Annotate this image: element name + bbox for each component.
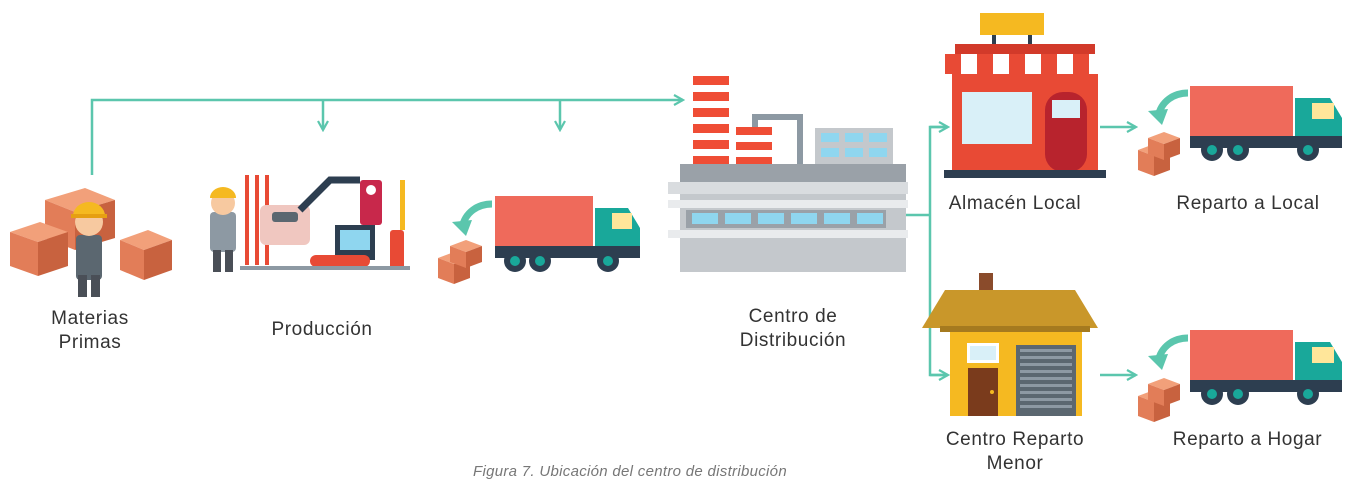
shop-storefront-icon: [944, 13, 1106, 178]
label-centro-distribucion: Centro de Distribución: [708, 305, 878, 353]
flow-connectors: [90, 100, 1136, 377]
factory-machine-icon: [210, 175, 410, 272]
delivery-truck-icon-hogar: [1138, 330, 1342, 422]
label-reparto-menor-line-1: Centro Reparto: [945, 429, 1085, 450]
label-materias-primas: Materias Primas: [20, 307, 160, 355]
label-centro-reparto-menor: Centro Reparto Menor: [925, 428, 1105, 476]
label-almacen-local: Almacén Local: [948, 193, 1082, 214]
distribution-building-icon: [668, 76, 908, 272]
house-garage-icon: [922, 273, 1098, 416]
label-centro-line-2: Distribución: [739, 330, 847, 351]
figure-caption: Figura 7. Ubicación del centro de distri…: [473, 463, 787, 480]
worker-with-boxes-icon: [10, 188, 172, 297]
label-materias-line-1: Materias: [51, 308, 129, 329]
delivery-truck-icon-local: [1138, 86, 1342, 176]
branch-line: [905, 125, 945, 377]
main-flow-line: [90, 100, 683, 175]
label-materias-line-2: Primas: [58, 332, 122, 353]
delivery-truck-icon: [438, 196, 640, 284]
label-reparto-local: Reparto a Local: [1176, 193, 1320, 214]
label-centro-line-1: Centro de: [748, 306, 838, 327]
label-produccion: Producción: [271, 319, 373, 340]
label-reparto-hogar: Reparto a Hogar: [1172, 429, 1323, 450]
label-reparto-menor-line-2: Menor: [986, 453, 1044, 474]
